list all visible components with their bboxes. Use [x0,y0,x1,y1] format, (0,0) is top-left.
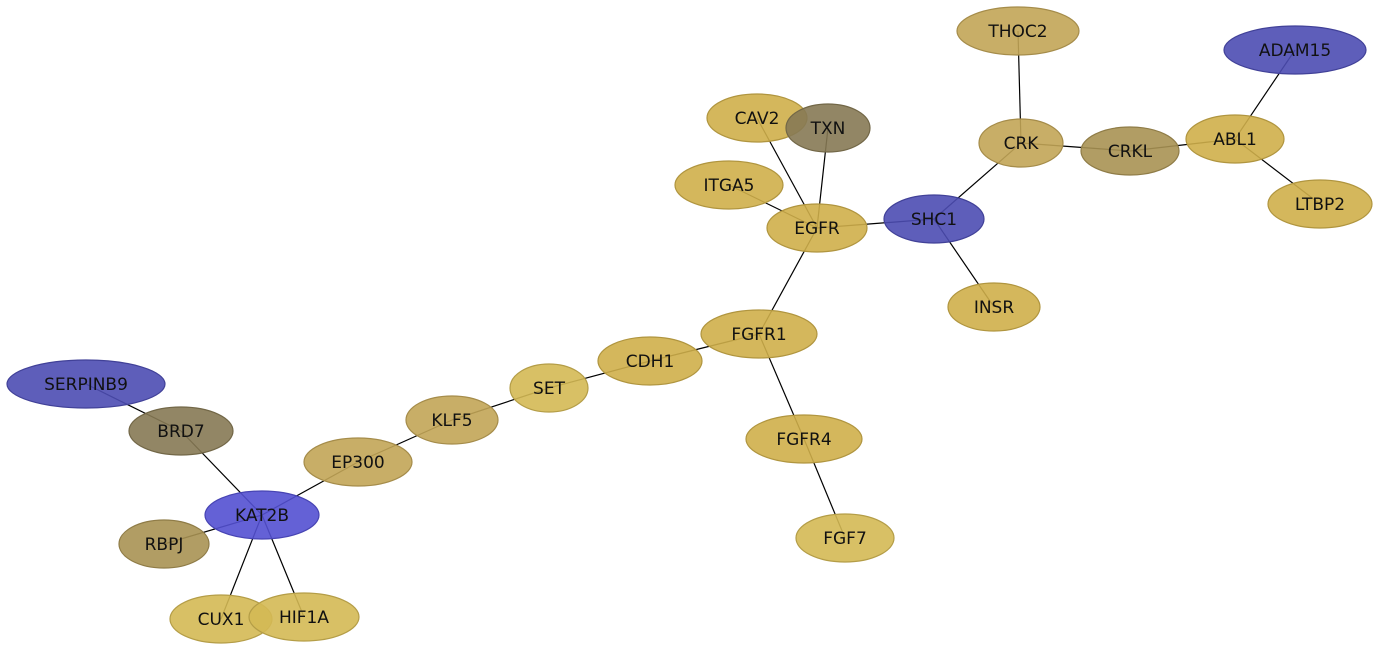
node-ep300[interactable]: EP300 [303,437,413,487]
node-brd7[interactable]: BRD7 [128,406,234,456]
node-cav2[interactable]: CAV2 [706,93,808,143]
node-egfr[interactable]: EGFR [766,203,868,253]
node-label: FGFR4 [776,430,831,450]
node-kat2b[interactable]: KAT2B [204,490,320,540]
node-ellipse [947,282,1041,332]
node-label: HIF1A [279,608,329,628]
node-label: SET [533,379,566,399]
node-ellipse [956,6,1080,56]
node-fgf7[interactable]: FGF7 [795,513,895,563]
node-label: TXN [810,119,846,139]
node-itga5[interactable]: ITGA5 [674,160,784,210]
node-ellipse [405,395,499,445]
node-ellipse [509,363,589,413]
node-ellipse [700,309,818,359]
node-ellipse [118,519,210,569]
node-ellipse [674,160,784,210]
node-ltbp2[interactable]: LTBP2 [1267,179,1373,229]
node-cdh1[interactable]: CDH1 [597,336,703,386]
node-fgfr1[interactable]: FGFR1 [700,309,818,359]
node-ellipse [303,437,413,487]
node-adam15[interactable]: ADAM15 [1223,25,1367,75]
node-ellipse [204,490,320,540]
node-cux1[interactable]: CUX1 [169,594,273,644]
node-label: INSR [974,298,1015,318]
node-ellipse [248,592,360,642]
node-thoc2[interactable]: THOC2 [956,6,1080,56]
node-ellipse [766,203,868,253]
node-label: CUX1 [198,610,245,630]
node-klf5[interactable]: KLF5 [405,395,499,445]
node-label: CAV2 [735,109,780,129]
node-rbpj[interactable]: RBPJ [118,519,210,569]
node-label: CRK [1004,134,1040,154]
node-ellipse [883,194,985,244]
node-abl1[interactable]: ABL1 [1185,114,1285,164]
node-serpinb9[interactable]: SERPINB9 [6,359,166,409]
node-label: CDH1 [626,352,675,372]
node-label: SHC1 [911,210,957,230]
node-set[interactable]: SET [509,363,589,413]
node-crk[interactable]: CRK [978,118,1064,168]
node-label: KLF5 [431,411,472,431]
node-shc1[interactable]: SHC1 [883,194,985,244]
node-crkl[interactable]: CRKL [1080,126,1180,176]
node-ellipse [128,406,234,456]
node-label: BRD7 [157,422,204,442]
node-label: EP300 [331,453,384,473]
node-ellipse [6,359,166,409]
node-ellipse [1267,179,1373,229]
node-label: FGFR1 [731,325,786,345]
node-fgfr4[interactable]: FGFR4 [745,414,863,464]
node-label: SERPINB9 [44,375,128,395]
node-ellipse [785,103,871,153]
node-ellipse [1185,114,1285,164]
node-label: THOC2 [987,22,1047,42]
node-label: ADAM15 [1259,41,1331,61]
node-ellipse [1223,25,1367,75]
node-label: RBPJ [145,535,184,555]
node-insr[interactable]: INSR [947,282,1041,332]
node-ellipse [795,513,895,563]
node-label: CRKL [1108,142,1153,162]
node-hif1a[interactable]: HIF1A [248,592,360,642]
node-label: FGF7 [823,529,867,549]
node-label: LTBP2 [1295,195,1345,215]
node-ellipse [1080,126,1180,176]
node-label: KAT2B [235,506,289,526]
node-ellipse [745,414,863,464]
node-txn[interactable]: TXN [785,103,871,153]
node-ellipse [597,336,703,386]
node-label: ITGA5 [703,176,754,196]
node-label: ABL1 [1213,130,1257,150]
node-ellipse [978,118,1064,168]
node-label: EGFR [794,219,840,239]
